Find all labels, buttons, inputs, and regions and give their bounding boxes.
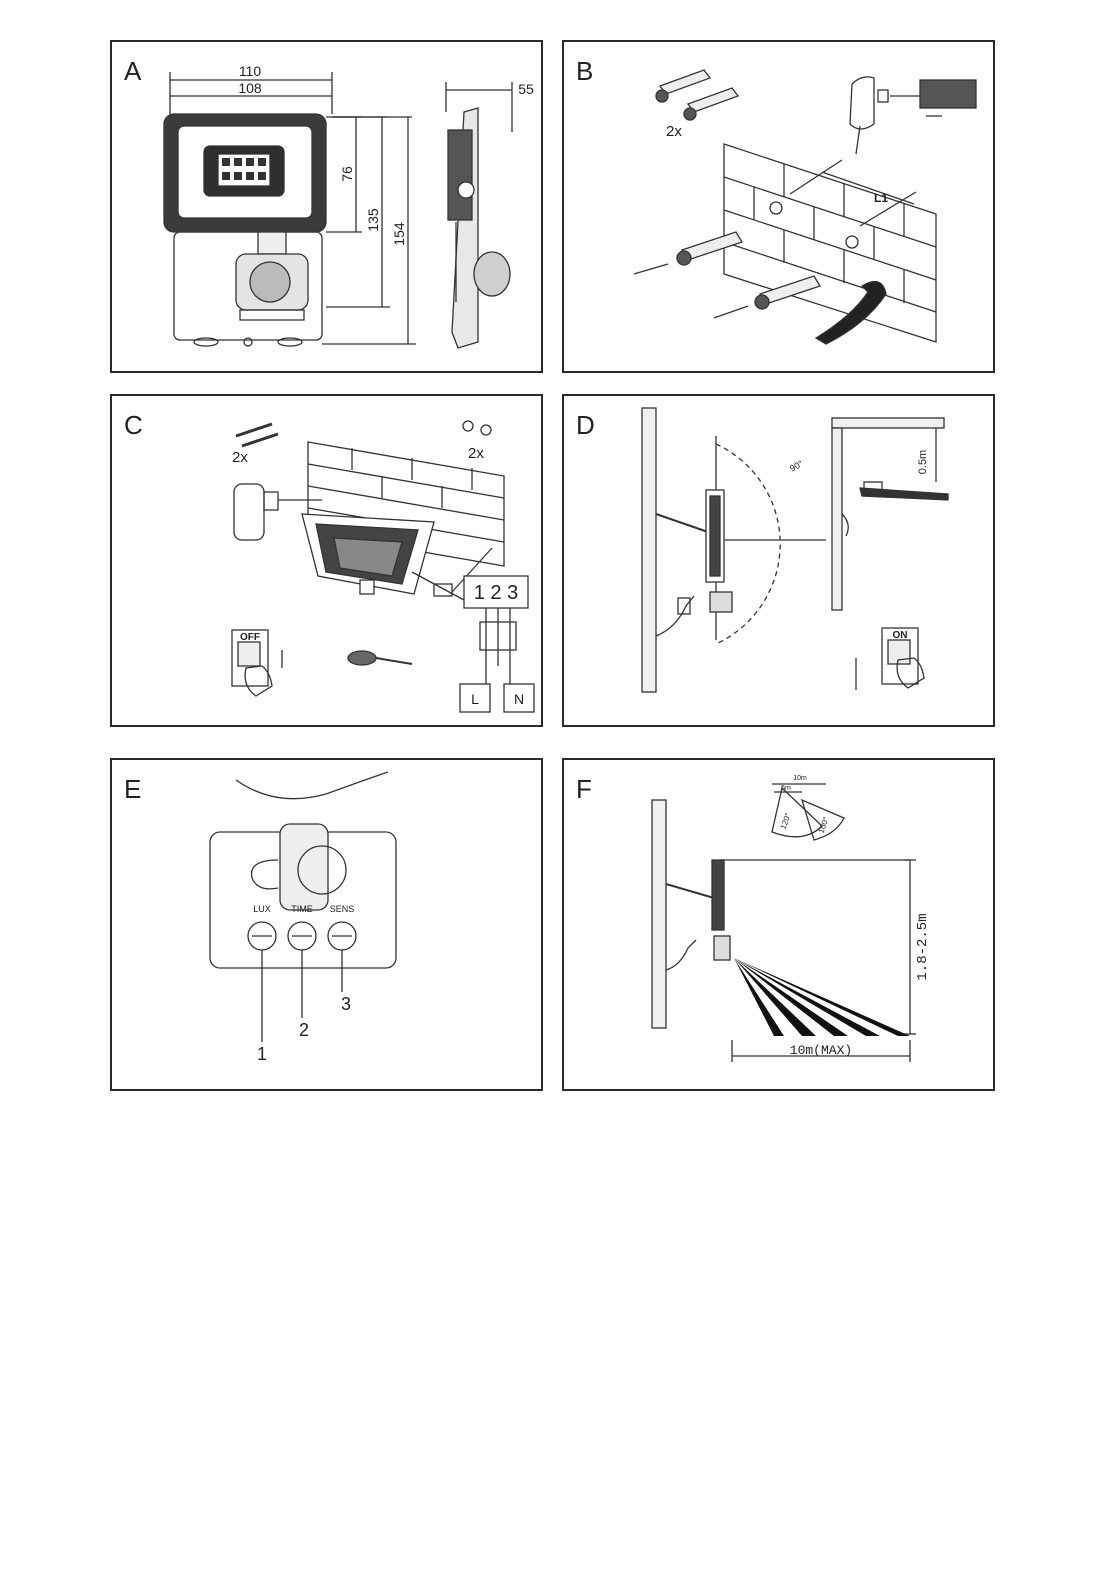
switch-off-label: OFF	[240, 632, 260, 643]
knob-time-label: TIME	[291, 904, 313, 914]
panel-f-drawing: 10m 5m 120° 100° 1.8-2.5m 10m(MAX)	[564, 760, 997, 1093]
dim-height-mid: 135	[365, 208, 381, 232]
range-inner: 5m	[781, 785, 791, 792]
panel-b: B	[562, 40, 995, 373]
angle-120: 120°	[779, 812, 793, 831]
reach-max: 10m(MAX)	[790, 1043, 852, 1058]
callout-1: 1	[257, 1044, 267, 1064]
callout-3: 3	[341, 994, 351, 1014]
panel-c: C	[110, 394, 543, 727]
panel-c-drawing: 2x 2x 1 2 3 L N OFF	[112, 396, 545, 729]
qty-screws: 2x	[232, 449, 248, 466]
range-top: 10m	[793, 775, 807, 782]
panel-a: A	[110, 40, 543, 373]
terminal-n: N	[514, 691, 524, 707]
angle-100: 100°	[817, 816, 831, 835]
switch-on-label: ON	[893, 630, 908, 641]
terminal-l: L	[471, 691, 479, 707]
qty-plugs: 2x	[666, 123, 682, 140]
panel-e: E LUX TIME SENS 1 2 3	[110, 758, 543, 1091]
panel-d: D 90°	[562, 394, 995, 727]
panel-f: F	[562, 758, 995, 1091]
qty-caps: 2x	[468, 445, 484, 462]
dim-depth: 55	[518, 81, 534, 97]
panel-d-drawing: 90° 0.5m ON	[564, 396, 997, 729]
clearance-label: 0.5m	[917, 450, 929, 474]
dim-height-total: 154	[391, 222, 407, 246]
dim-width-outer: 110	[239, 63, 262, 79]
panel-e-drawing: LUX TIME SENS 1 2 3	[112, 760, 545, 1093]
knob-sens-label: SENS	[330, 904, 355, 914]
panel-b-drawing: 2x L1	[564, 42, 997, 375]
panel-a-drawing: 110 108 55 76 135 154	[112, 42, 545, 375]
knob-lux-label: LUX	[253, 904, 271, 914]
dim-height-head: 76	[339, 166, 355, 182]
callout-2: 2	[299, 1020, 309, 1040]
dim-width-inner: 108	[238, 80, 262, 96]
height-range: 1.8-2.5m	[915, 913, 931, 980]
terminal-numbers: 1 2 3	[474, 582, 518, 604]
distance-l1: L1	[874, 191, 888, 205]
angle-label: 90°	[788, 458, 805, 474]
